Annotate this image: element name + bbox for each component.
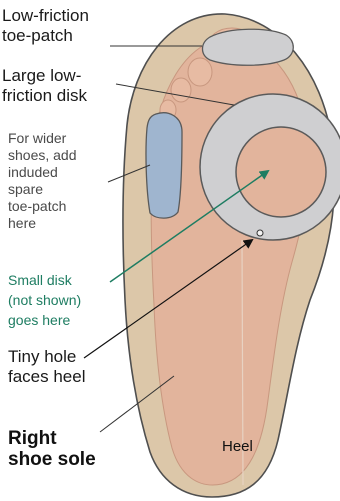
tiny-hole <box>257 230 263 236</box>
large-disk-label: Large low- friction disk <box>2 66 87 106</box>
wider-shoes-label: For wider shoes, add induded spare toe-p… <box>8 130 77 232</box>
small-disk-label: Small disk (not shown) goes here <box>8 270 81 330</box>
second-toe <box>188 58 212 86</box>
disk-center <box>236 127 326 217</box>
toe-patch-label: Low-friction toe-patch <box>2 6 89 46</box>
sole-title: Right shoe sole <box>8 428 96 470</box>
toe-patch <box>203 29 294 65</box>
third-toe <box>171 78 191 102</box>
heel-label: Heel <box>222 438 253 455</box>
tiny-hole-label: Tiny hole faces heel <box>8 347 86 387</box>
spare-toe-patch <box>146 113 182 218</box>
